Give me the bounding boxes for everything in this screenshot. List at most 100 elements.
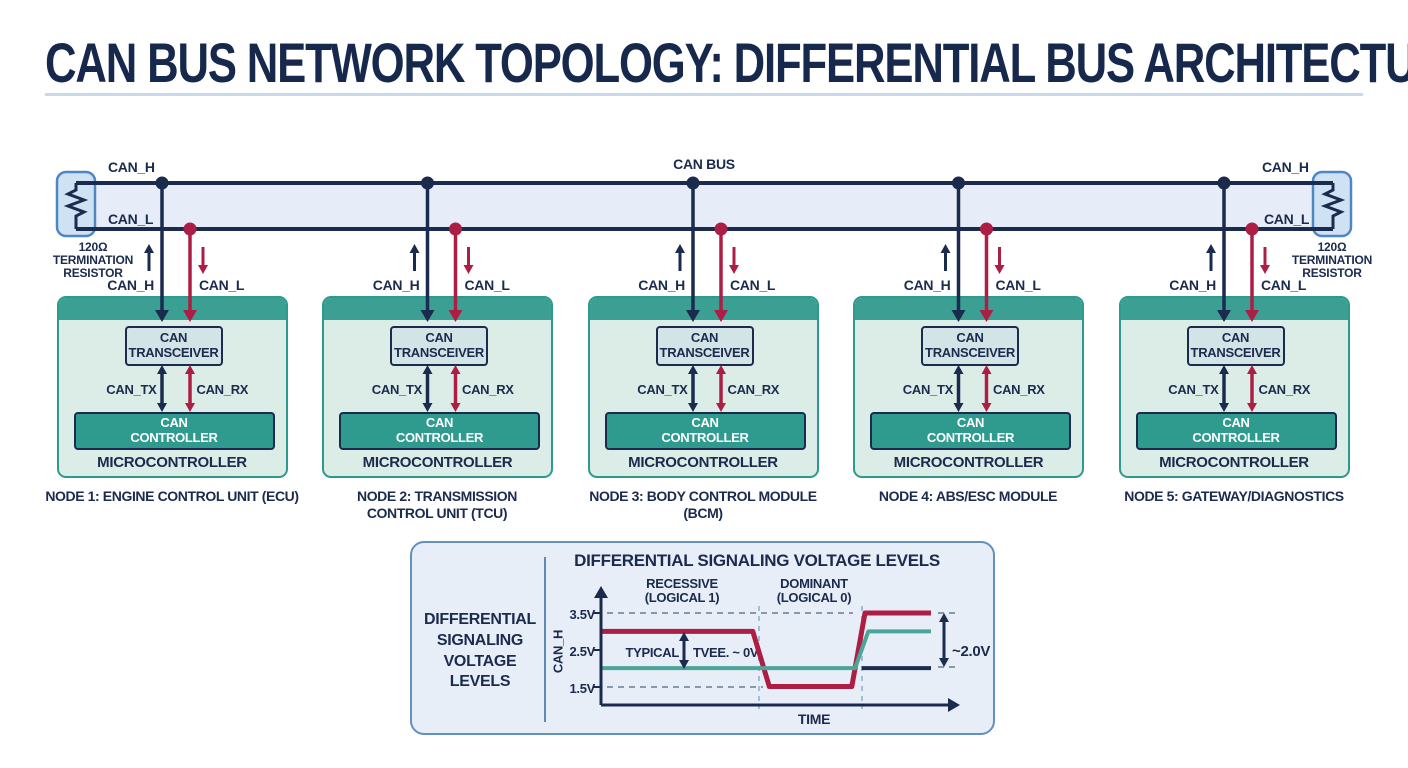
node4-can-l-junction-dot xyxy=(980,222,993,236)
side-label-line1: DIFFERENTIAL xyxy=(424,611,536,628)
transceiver-label: TRANSCEIVER xyxy=(394,345,484,360)
can-rx-label: CAN_RX xyxy=(993,382,1045,397)
x-axis-label: TIME xyxy=(797,711,831,727)
controller-label: CONTROLLER xyxy=(1192,430,1280,445)
node-header-band xyxy=(58,298,286,320)
annotation-diff: TVEE. ~ 0V xyxy=(693,645,759,660)
node4-can-h-stub-label: CAN_H xyxy=(903,277,951,293)
node5-can-h-junction-dot xyxy=(1217,176,1231,190)
side-label-line2: SIGNALING xyxy=(436,631,524,649)
node4-caption: NODE 4: ABS/ESC MODULE xyxy=(878,488,1058,504)
bus-title: CAN BUS xyxy=(673,156,735,172)
microcontroller-label: MICROCONTROLLER xyxy=(1159,454,1309,471)
node3-can-l-stub-label: CAN_L xyxy=(730,277,776,293)
termination-ohms: 120Ω xyxy=(78,240,108,254)
bus-can-h-label-left: CAN_H xyxy=(108,159,155,175)
controller-label: CONTROLLER xyxy=(130,430,218,445)
recessive-word: RECESSIVE xyxy=(646,576,718,591)
node2-can-h-junction-dot xyxy=(421,176,434,190)
controller-label: CAN xyxy=(425,415,454,431)
transceiver-label: TRANSCEIVER xyxy=(925,345,1015,360)
can-rx-label: CAN_RX xyxy=(727,382,780,397)
resistor-icon xyxy=(1320,183,1346,229)
region-recessive-label: RECESSIVE (LOGICAL 1) xyxy=(627,576,737,606)
node1-caption: NODE 1: ENGINE CONTROL UNIT (ECU) xyxy=(45,488,299,504)
node-header-band xyxy=(1120,298,1348,320)
termination-ohms: 120Ω xyxy=(1317,240,1347,254)
transceiver-label: CAN xyxy=(956,330,984,346)
transceiver-label: TRANSCEIVER xyxy=(128,345,219,360)
resistor-icon xyxy=(63,183,89,229)
transceiver-label: CAN xyxy=(425,330,453,346)
termination-label-left: 120Ω TERMINATION RESISTOR xyxy=(20,241,166,280)
controller-label: CAN xyxy=(956,415,985,431)
bus-can-l-label-left: CAN_L xyxy=(108,211,154,227)
node5-can-l-junction-dot xyxy=(1245,222,1259,236)
transceiver-label: CAN xyxy=(159,330,188,346)
termination-resistor-box-left xyxy=(55,170,97,238)
node2-can-h-stub-label: CAN_H xyxy=(372,277,420,293)
bus-can-l-label-right: CAN_L xyxy=(1264,211,1310,227)
side-label-line3: VOLTAGE LEVELS xyxy=(443,652,517,691)
node5-can-l-stub-label: CAN_L xyxy=(1261,277,1307,293)
microcontroller-label: MICROCONTROLLER xyxy=(97,454,247,471)
bus-can-h-label-right: CAN_H xyxy=(1262,159,1309,175)
termination-word2: RESISTOR xyxy=(63,265,123,280)
can-tx-label: CAN_TX xyxy=(1168,382,1219,397)
controller-label: CONTROLLER xyxy=(661,430,749,445)
annotation-delta: ~2.0V xyxy=(952,643,991,660)
node2-caption: NODE 2: TRANSMISSION CONTROL UNIT (TCU) xyxy=(356,488,517,521)
microcontroller-label: MICROCONTROLLER xyxy=(893,454,1044,471)
bus-band xyxy=(60,185,1348,229)
node5-can-h-stub-label: CAN_H xyxy=(1169,277,1216,293)
node-header-band xyxy=(855,298,1082,320)
microcontroller-label: MICROCONTROLLER xyxy=(362,454,513,471)
controller-label: CONTROLLER xyxy=(926,430,1015,445)
node1-can-h-stub-label: CAN_H xyxy=(107,277,154,293)
node5-caption: NODE 5: GATEWAY/DIAGNOSTICS xyxy=(1124,488,1344,504)
termination-word1: TERMINATION xyxy=(1291,252,1373,267)
transceiver-label: TRANSCEIVER xyxy=(659,345,750,360)
title-underline xyxy=(45,93,1363,96)
chart-title: DIFFERENTIAL SIGNALING VOLTAGE LEVELS xyxy=(574,551,940,570)
voltage-chart-panel: DIFFERENTIAL SIGNALING VOLTAGE LEVELS DI… xyxy=(410,541,995,735)
controller-label: CAN xyxy=(1222,415,1250,431)
ytick-2-5v: 2.5V xyxy=(569,644,595,659)
node4-can-h-junction-dot xyxy=(952,176,965,190)
node1-can-l-stub-label: CAN_L xyxy=(199,277,245,293)
microcontroller-label: MICROCONTROLLER xyxy=(628,454,778,471)
transceiver-label: CAN xyxy=(690,330,719,346)
can-rx-label: CAN_RX xyxy=(462,382,514,397)
node1-can-h-junction-dot xyxy=(155,176,169,190)
can-tx-label: CAN_TX xyxy=(902,382,954,397)
node3-can-l-junction-dot xyxy=(714,222,728,236)
page-title: CAN BUS NETWORK TOPOLOGY: DIFFERENTIAL B… xyxy=(45,31,1408,94)
termination-label-right: 120Ω TERMINATION RESISTOR xyxy=(1259,241,1405,280)
can-rx-label: CAN_RX xyxy=(196,382,249,397)
can-tx-label: CAN_TX xyxy=(371,382,423,397)
ytick-1-5v: 1.5V xyxy=(569,681,595,696)
node2-can-l-stub-label: CAN_L xyxy=(464,277,510,293)
termination-word1: TERMINATION xyxy=(52,252,134,267)
transceiver-label: TRANSCEIVER xyxy=(1190,345,1281,360)
termination-word2: RESISTOR xyxy=(1302,265,1362,280)
controller-label: CONTROLLER xyxy=(395,430,484,445)
controller-label: CAN xyxy=(160,415,188,431)
node3-can-h-junction-dot xyxy=(686,176,700,190)
panel-side-label: DIFFERENTIAL SIGNALING VOLTAGE LEVELS xyxy=(420,610,540,693)
controller-label: CAN xyxy=(691,415,719,431)
termination-resistor-box-right xyxy=(1311,170,1353,238)
